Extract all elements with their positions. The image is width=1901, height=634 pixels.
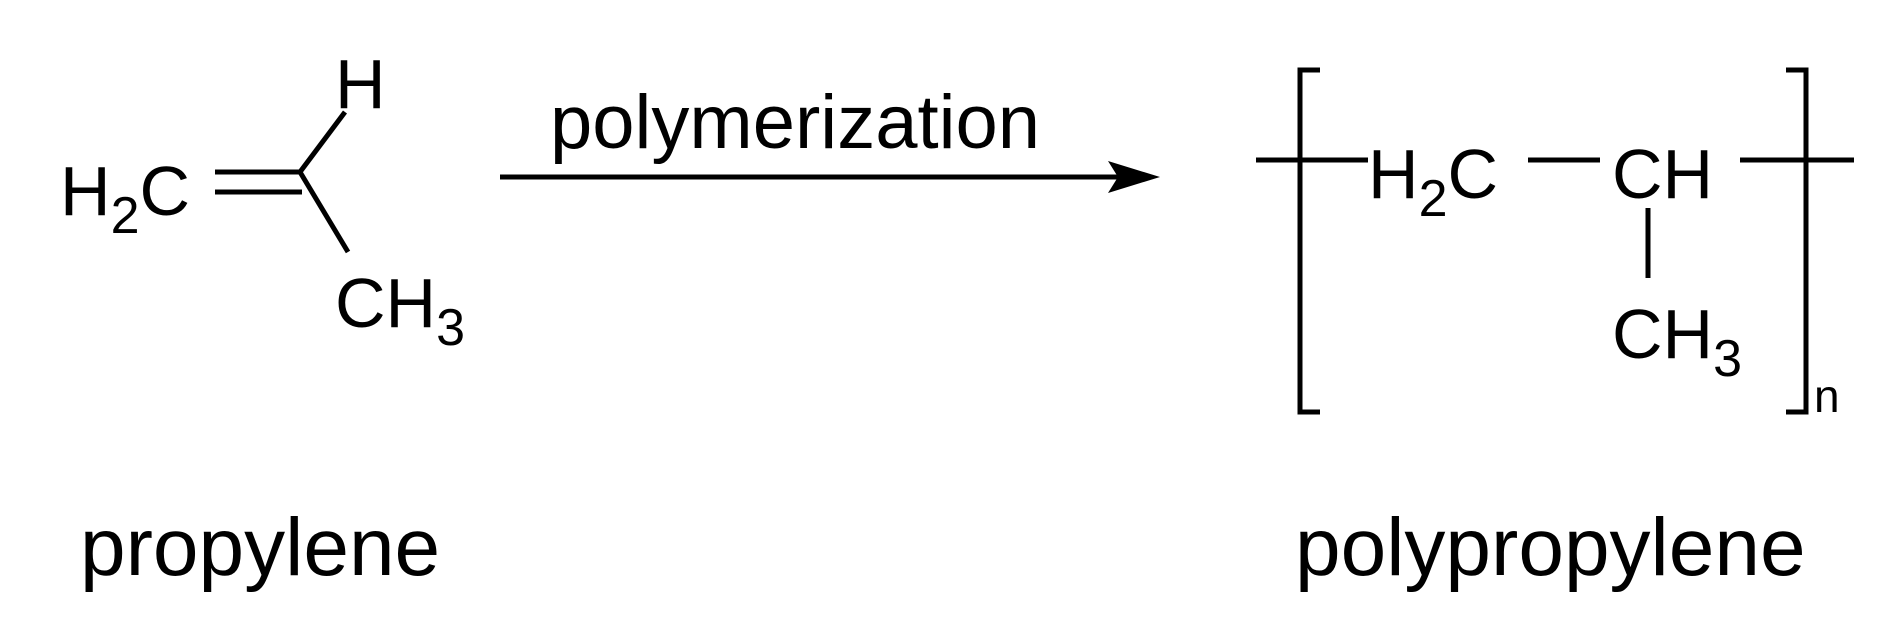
reactant-h-label: H <box>335 45 386 123</box>
bond-to-h <box>298 110 347 174</box>
reactant-ch3-label: CH3 <box>335 264 465 357</box>
product-ch-label: CH <box>1612 135 1713 213</box>
repeat-subscript-n: n <box>1814 370 1840 422</box>
polypropylene-structure: H2C CH CH3 n <box>1256 67 1854 422</box>
reactant-h2c-label: H2C <box>60 152 190 245</box>
product-ch3-label: CH3 <box>1612 295 1742 388</box>
right-bracket <box>1786 67 1809 415</box>
left-bracket <box>1297 67 1320 415</box>
reactant-caption: propylene <box>80 502 440 593</box>
arrow-label: polymerization <box>550 80 1040 165</box>
arrow-head <box>1108 161 1160 193</box>
propylene-structure: H2C H CH3 <box>60 45 465 357</box>
product-caption: polypropylene <box>1295 502 1806 593</box>
reaction-arrow <box>500 161 1160 193</box>
product-h2c-label: H2C <box>1368 135 1498 228</box>
bond-to-ch3 <box>297 170 351 254</box>
